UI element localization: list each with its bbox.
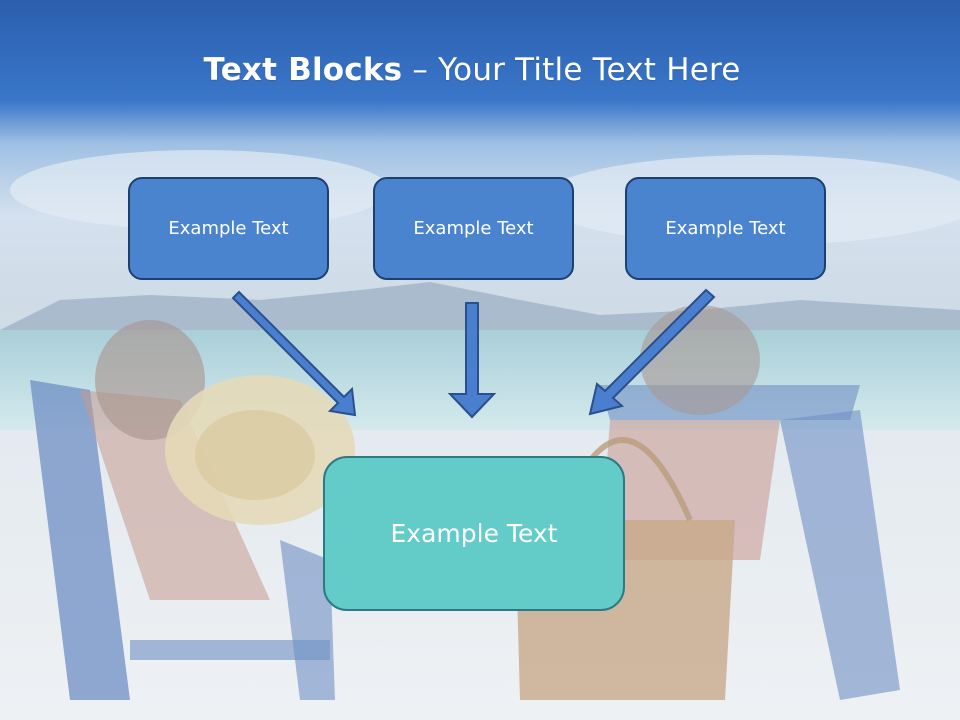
arrow-center-down: [447, 302, 497, 419]
text-block-center[interactable]: Example Text: [373, 177, 574, 280]
text-block-bottom[interactable]: Example Text: [323, 456, 625, 611]
title-bold-text: Text Blocks: [203, 52, 403, 88]
arrow-left-diagonal: [231, 290, 357, 417]
arrow-right-diagonal: [588, 288, 716, 416]
title-separator: –: [402, 52, 439, 88]
text-block-center-label: Example Text: [413, 218, 534, 239]
title-rest-text: Your Title Text Here: [438, 52, 741, 88]
slide-title: Text Blocks – Your Title Text Here: [0, 52, 944, 88]
text-block-left[interactable]: Example Text: [128, 177, 329, 280]
text-block-right[interactable]: Example Text: [625, 177, 826, 280]
text-block-left-label: Example Text: [168, 218, 289, 239]
text-block-right-label: Example Text: [665, 218, 786, 239]
text-block-bottom-label: Example Text: [390, 519, 558, 548]
